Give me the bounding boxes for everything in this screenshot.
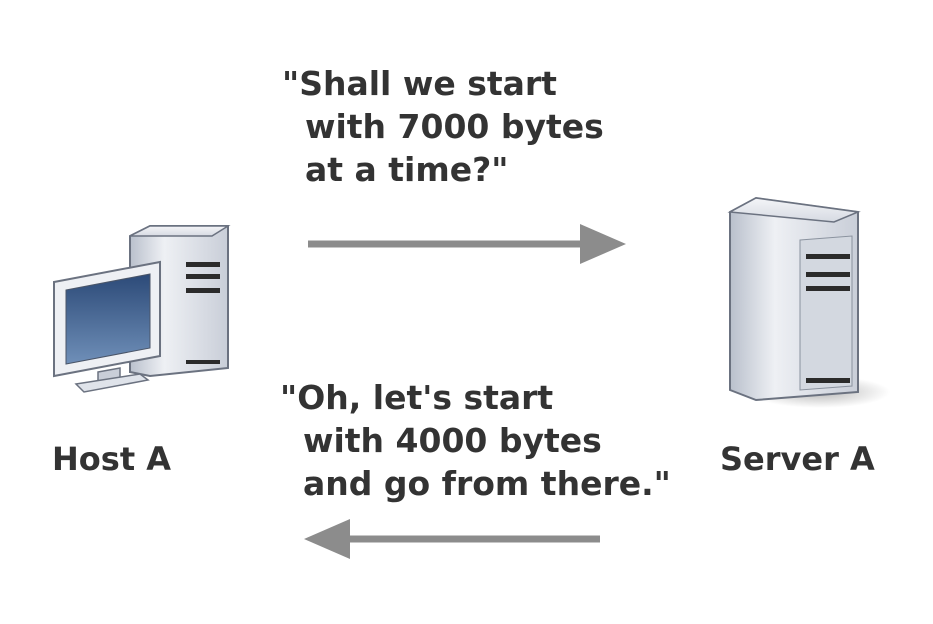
response-message: "Oh, let's start with 4000 bytes and go … — [280, 378, 671, 503]
desktop-computer-icon — [53, 225, 231, 393]
response-arrow — [304, 519, 600, 559]
request-message: "Shall we start with 7000 bytes at a tim… — [282, 64, 604, 189]
server-tower-icon — [727, 196, 890, 408]
server-label: Server A — [720, 440, 875, 478]
host-label: Host A — [52, 440, 172, 478]
request-arrow — [308, 224, 626, 264]
